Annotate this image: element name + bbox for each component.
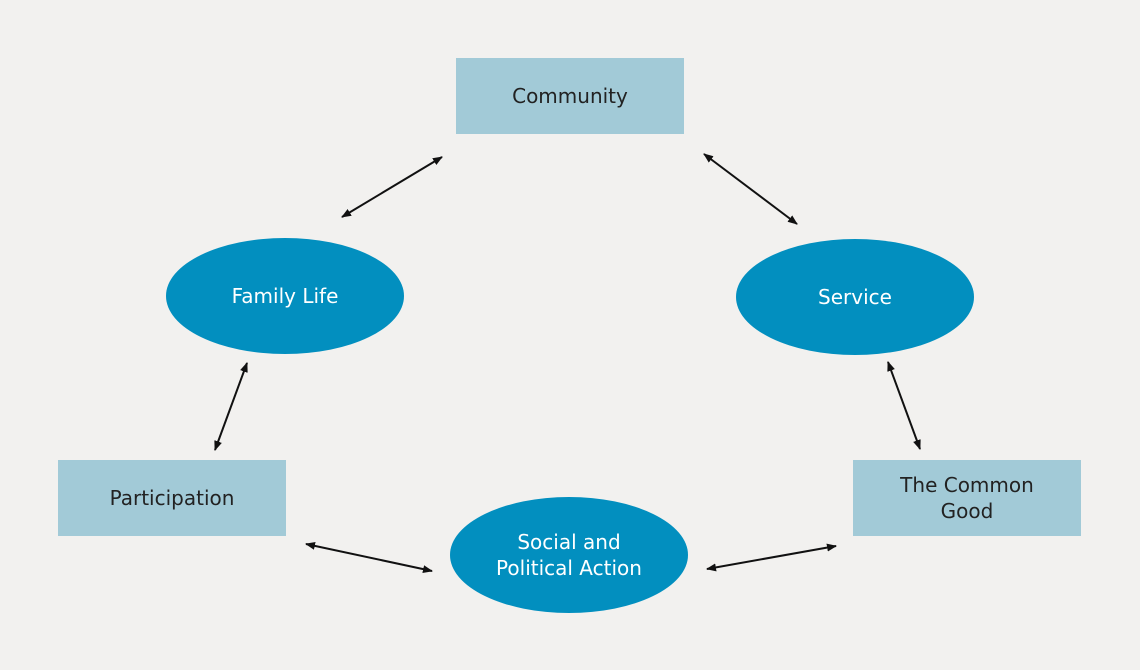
arrow-community-family-life — [341, 156, 443, 218]
node-common-good-label: The Common Good — [900, 473, 1034, 523]
node-community-label: Community — [512, 84, 628, 108]
node-participation-label: Participation — [109, 486, 235, 510]
node-community: Community — [456, 58, 684, 134]
arrow-social-political-common-good — [706, 543, 837, 572]
arrow-community-service — [703, 153, 798, 225]
node-family-life-label: Family Life — [231, 284, 339, 308]
arrow-participation-social-political — [305, 541, 433, 574]
node-social-political-action-label: Social and Political Action — [496, 530, 642, 580]
node-family-life: Family Life — [166, 238, 404, 354]
node-service-label: Service — [818, 285, 892, 309]
arrow-service-common-good — [887, 361, 921, 450]
arrow-family-life-participation — [214, 362, 248, 451]
node-participation: Participation — [58, 460, 286, 536]
node-service: Service — [736, 239, 974, 355]
node-social-political-action: Social and Political Action — [450, 497, 688, 613]
node-common-good: The Common Good — [853, 460, 1081, 536]
